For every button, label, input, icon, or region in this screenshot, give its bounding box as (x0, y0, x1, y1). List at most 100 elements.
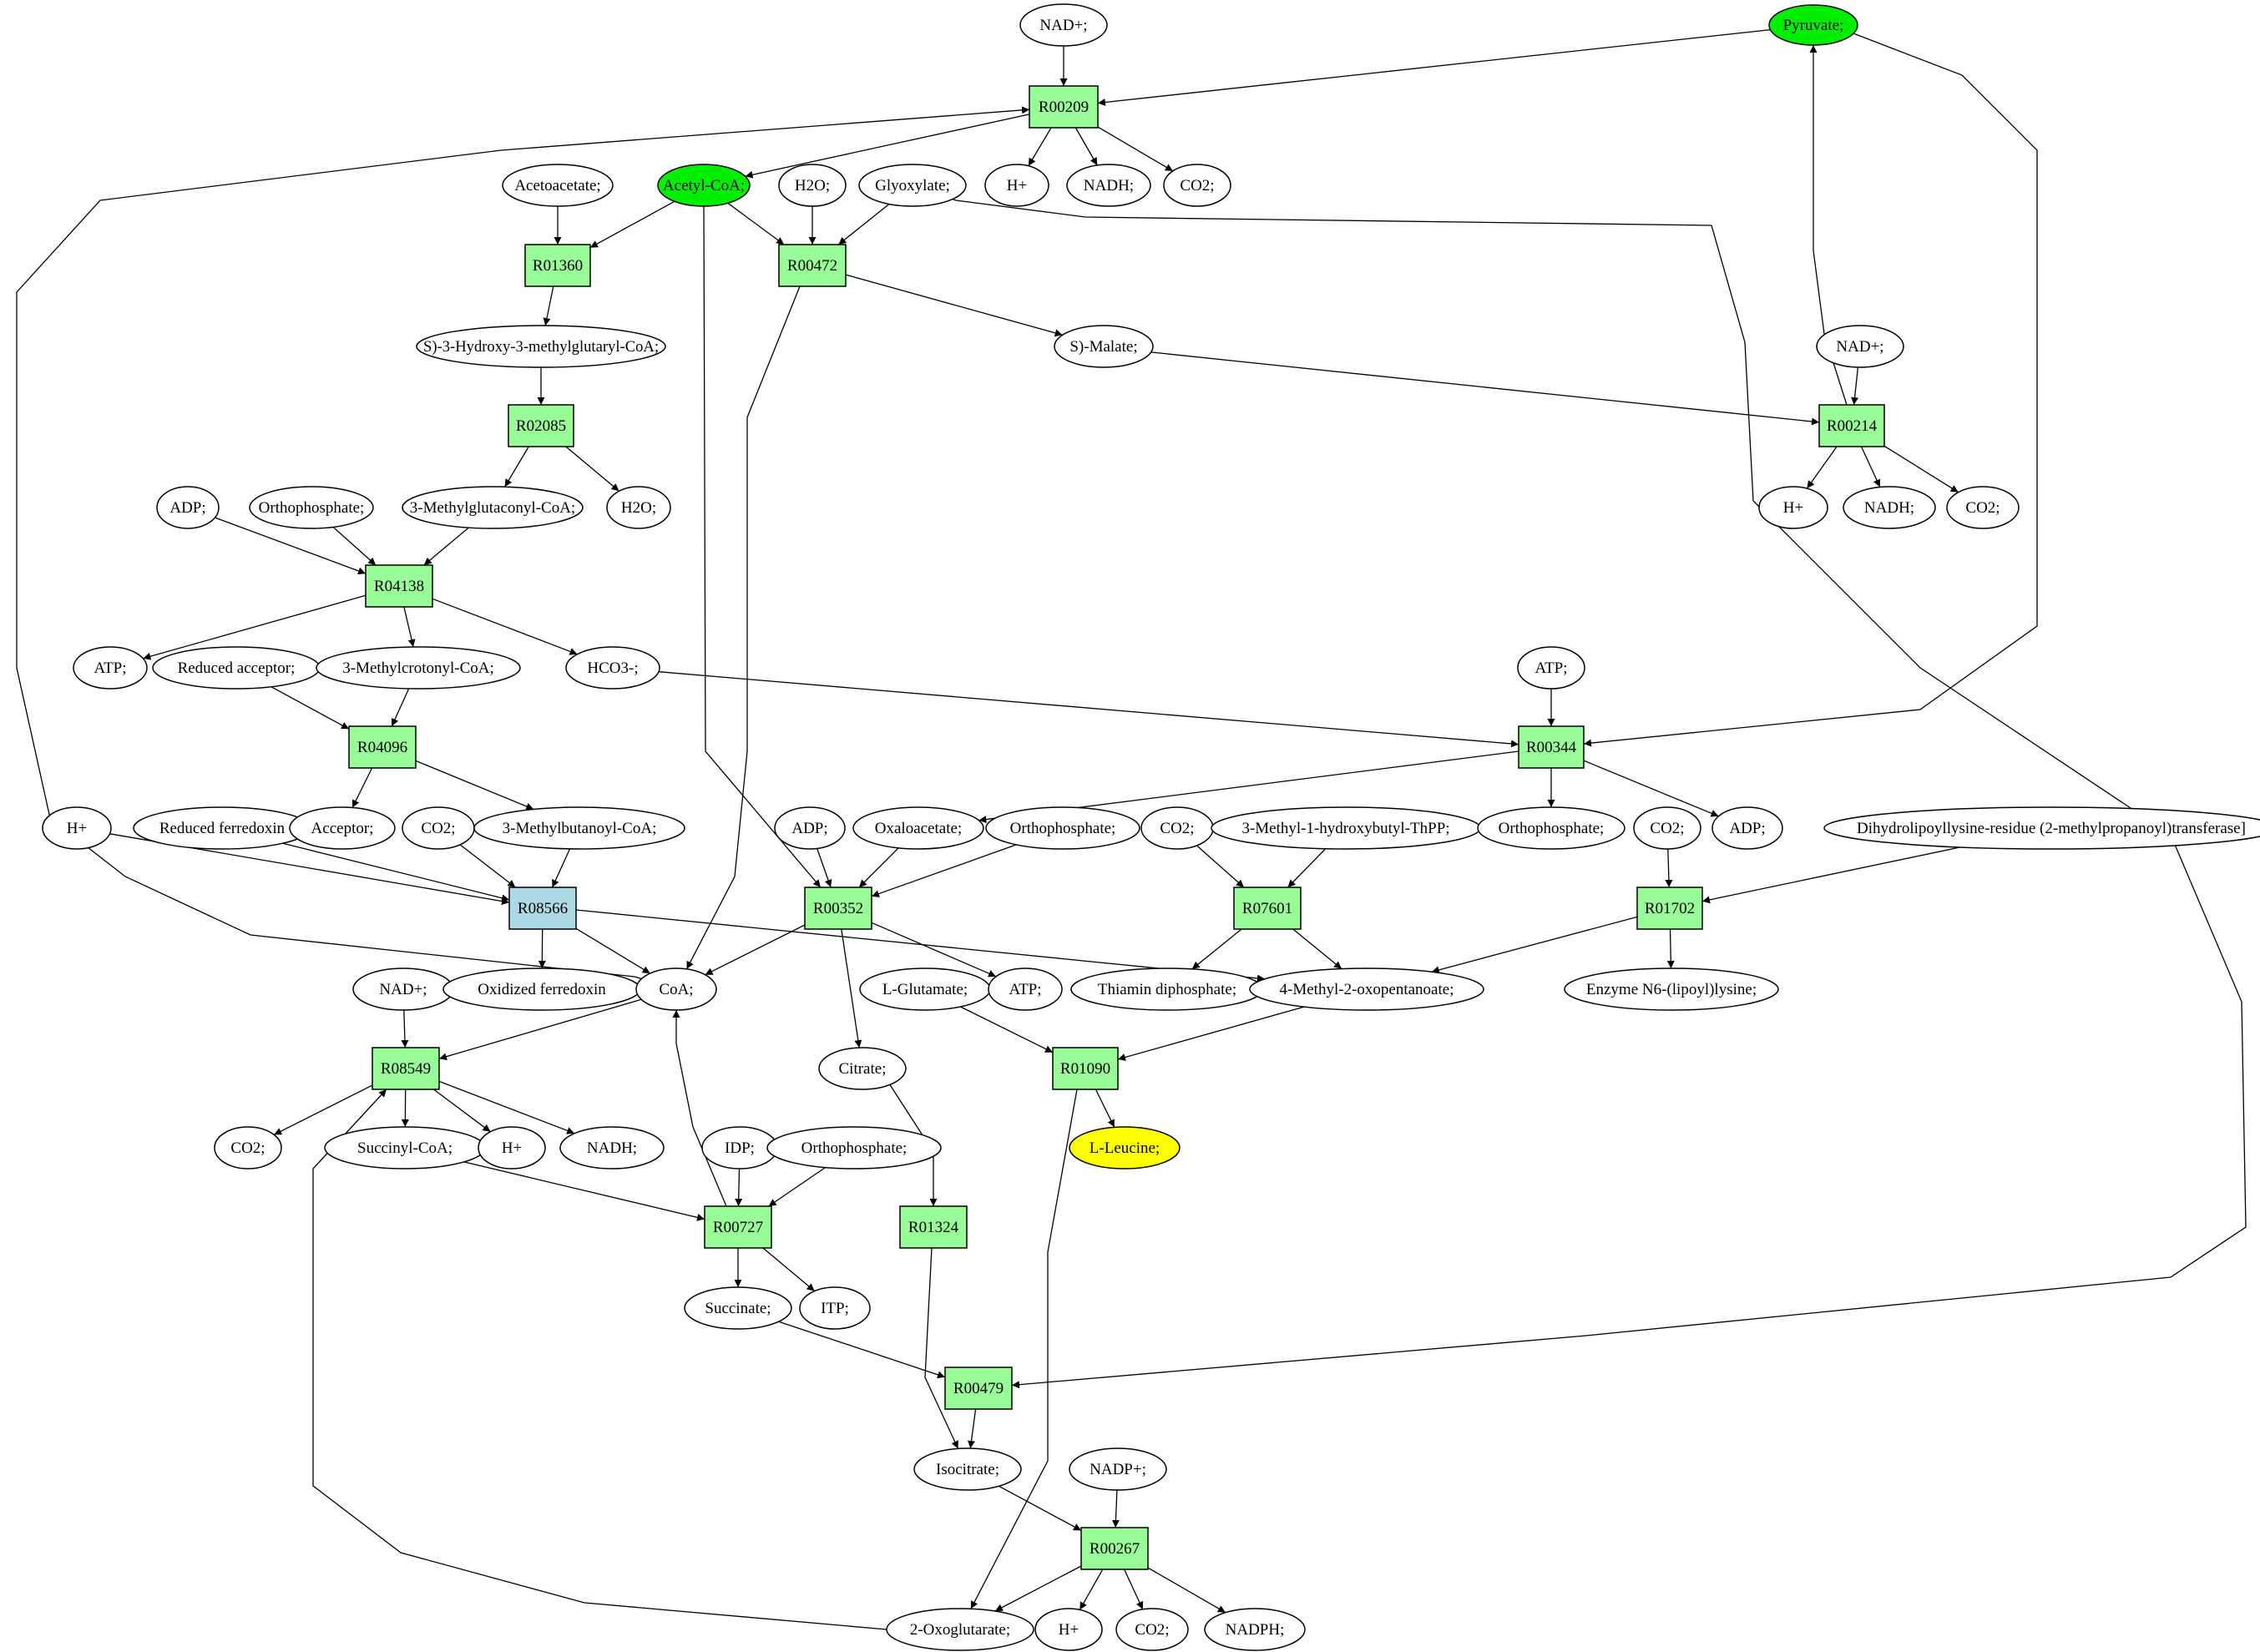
node-label: R00209 (1039, 99, 1089, 116)
compound-node-isocitrate[interactable]: Isocitrate; (913, 1447, 1022, 1491)
compound-node-citrate[interactable]: Citrate; (818, 1047, 907, 1090)
compound-node-atp2[interactable]: ATP; (1517, 646, 1585, 690)
compound-node-mccoa[interactable]: 3-Methylcrotonyl-CoA; (316, 646, 521, 690)
reaction-box (804, 887, 872, 930)
compound-node-acceptor[interactable]: Acceptor; (289, 806, 396, 850)
reaction-node-R08566[interactable]: R08566 (508, 887, 577, 930)
node-label: CO2; (1160, 820, 1194, 837)
compound-node-ortho3[interactable]: Orthophosphate; (1477, 806, 1625, 850)
node-label: 3-Methylbutanoyl-CoA; (503, 820, 657, 837)
reaction-node-R01360[interactable]: R01360 (524, 244, 591, 287)
reaction-node-R00479[interactable]: R00479 (944, 1367, 1013, 1410)
compound-node-nad1[interactable]: NAD+; (1019, 3, 1108, 47)
compound-node-adp3[interactable]: ADP; (1711, 806, 1783, 850)
reaction-node-R00267[interactable]: R00267 (1080, 1527, 1149, 1570)
edge-c_co2_5-to-r_R01702 (1665, 848, 1673, 888)
compound-node-hplus3[interactable]: H+ (42, 806, 112, 850)
compound-node-thiamin[interactable]: Thiamin diphosphate; (1070, 967, 1264, 1011)
compound-node-mgcoa[interactable]: 3-Methylglutaconyl-CoA; (402, 486, 584, 529)
reaction-node-R01090[interactable]: R01090 (1052, 1047, 1119, 1090)
compound-node-4m2o[interactable]: 4-Methyl-2-oxopentanoate; (1249, 967, 1484, 1011)
compound-node-adp1[interactable]: ADP; (156, 486, 220, 529)
compound-node-co2_7[interactable]: CO2; (1115, 1608, 1189, 1651)
compound-node-co2_6[interactable]: CO2; (214, 1126, 282, 1170)
compound-node-succoa[interactable]: Succinyl-CoA; (324, 1126, 486, 1170)
compound-ellipse (1115, 1608, 1189, 1651)
compound-node-ortho1[interactable]: Orthophosphate; (249, 486, 374, 529)
compound-node-h2o1[interactable]: H2O; (778, 164, 847, 207)
compound-node-nadh3[interactable]: NADH; (559, 1126, 665, 1170)
reaction-node-R01324[interactable]: R01324 (899, 1205, 968, 1249)
edge-r_R01090-to-c_leucine (1095, 1089, 1115, 1128)
compound-node-acetoacetate[interactable]: Acetoacetate; (502, 164, 614, 207)
compound-node-nadh2[interactable]: NADH; (1843, 486, 1936, 529)
compound-node-mbcoa[interactable]: 3-Methylbutanoyl-CoA; (473, 806, 685, 850)
compound-node-hplus5[interactable]: H+ (1034, 1608, 1103, 1651)
compound-node-co2_5[interactable]: CO2; (1633, 806, 1701, 850)
reaction-node-R00352[interactable]: R00352 (804, 887, 872, 930)
compound-node-co2_3[interactable]: CO2; (402, 806, 475, 850)
compound-node-enzyme[interactable]: Enzyme N6-(lipoyl)lysine; (1564, 967, 1779, 1011)
compound-node-itp[interactable]: ITP; (799, 1286, 871, 1330)
node-label: Reduced ferredoxin (159, 820, 286, 837)
compound-node-oxferr[interactable]: Oxidized ferredoxin (442, 967, 641, 1011)
reaction-node-R00472[interactable]: R00472 (778, 244, 847, 287)
edge-c_nad3-to-r_R08549 (401, 1009, 409, 1048)
reaction-box (1052, 1047, 1119, 1090)
compound-node-nad2[interactable]: NAD+; (1816, 325, 1904, 368)
compound-ellipse (635, 967, 717, 1011)
node-label: Succinate; (705, 1300, 771, 1317)
compound-node-hplus4[interactable]: H+ (478, 1126, 546, 1170)
reaction-node-R08549[interactable]: R08549 (372, 1047, 440, 1090)
reaction-node-R00214[interactable]: R00214 (1818, 404, 1885, 447)
compound-node-dihydro[interactable]: Dihydrolipoyllysine-residue (2-methylpro… (1823, 806, 2260, 850)
edge-r_R02085-to-c_h2o2 (565, 446, 619, 492)
compound-node-ortho2[interactable]: Orthophosphate; (985, 806, 1140, 850)
compound-node-malate[interactable]: S)-Malate; (1054, 325, 1154, 368)
reaction-node-R07601[interactable]: R07601 (1233, 887, 1302, 930)
edge-r_R00352-to-c_citrate (841, 928, 862, 1048)
compound-node-nadph[interactable]: NADPH; (1204, 1608, 1306, 1651)
compound-node-nadp[interactable]: NADP+; (1069, 1447, 1167, 1491)
compound-node-atp1[interactable]: ATP; (73, 646, 148, 690)
compound-node-ortho4[interactable]: Orthophosphate; (766, 1126, 942, 1170)
compound-node-h2o2[interactable]: H2O; (606, 486, 671, 529)
compound-node-hmgcoa[interactable]: S)-3-Hydroxy-3-methylglutaryl-CoA; (416, 325, 666, 368)
compound-node-nad3[interactable]: NAD+; (352, 967, 454, 1011)
compound-node-oxaloacetate[interactable]: Oxaloacetate; (852, 806, 984, 850)
compound-node-atp3[interactable]: ATP; (988, 967, 1063, 1011)
compound-node-mhbthpp[interactable]: 3-Methyl-1-hydroxybutyl-ThPP; (1211, 806, 1481, 850)
compound-node-co2_1[interactable]: CO2; (1163, 164, 1231, 207)
compound-node-2og[interactable]: 2-Oxoglutarate; (886, 1608, 1034, 1651)
reaction-node-R00727[interactable]: R00727 (704, 1205, 772, 1249)
compound-ellipse (1768, 4, 1858, 46)
compound-node-redferr[interactable]: Reduced ferredoxin (133, 806, 311, 850)
compound-node-pyruvate[interactable]: Pyruvate; (1768, 4, 1858, 46)
compound-node-hplus2[interactable]: H+ (1758, 486, 1828, 529)
node-label: R04138 (374, 578, 424, 595)
compound-node-adp2[interactable]: ADP; (774, 806, 846, 850)
compound-node-succinate[interactable]: Succinate; (684, 1286, 792, 1330)
node-label: R00344 (1526, 739, 1577, 756)
compound-node-leucine[interactable]: L-Leucine; (1069, 1126, 1181, 1170)
compound-node-lglu[interactable]: L-Glutamate; (859, 967, 991, 1011)
compound-node-idp[interactable]: IDP; (701, 1126, 778, 1170)
compound-node-hco3[interactable]: HCO3-; (565, 646, 660, 690)
reaction-node-R04096[interactable]: R04096 (348, 725, 417, 769)
reaction-node-R01702[interactable]: R01702 (1636, 887, 1703, 930)
compound-node-nadh1[interactable]: NADH; (1066, 164, 1151, 207)
compound-node-acetylcoa[interactable]: Acetyl-CoA; (657, 164, 751, 207)
edge-r_R08566-to-c_4m2o (575, 909, 1265, 983)
reaction-node-R00209[interactable]: R00209 (1029, 85, 1099, 129)
compound-node-redacc[interactable]: Reduced acceptor; (152, 646, 321, 690)
compound-node-glyoxylate[interactable]: Glyoxylate; (858, 164, 967, 207)
node-label: Reduced acceptor; (178, 659, 296, 677)
compound-node-coa[interactable]: CoA; (635, 967, 717, 1011)
reaction-box (899, 1205, 968, 1249)
reaction-node-R02085[interactable]: R02085 (508, 404, 574, 447)
reaction-node-R04138[interactable]: R04138 (365, 564, 433, 608)
reaction-node-R00344[interactable]: R00344 (1518, 725, 1585, 769)
compound-node-hplus1[interactable]: H+ (984, 164, 1049, 207)
compound-node-co2_2[interactable]: CO2; (1946, 486, 2020, 529)
compound-node-co2_4[interactable]: CO2; (1140, 806, 1214, 850)
